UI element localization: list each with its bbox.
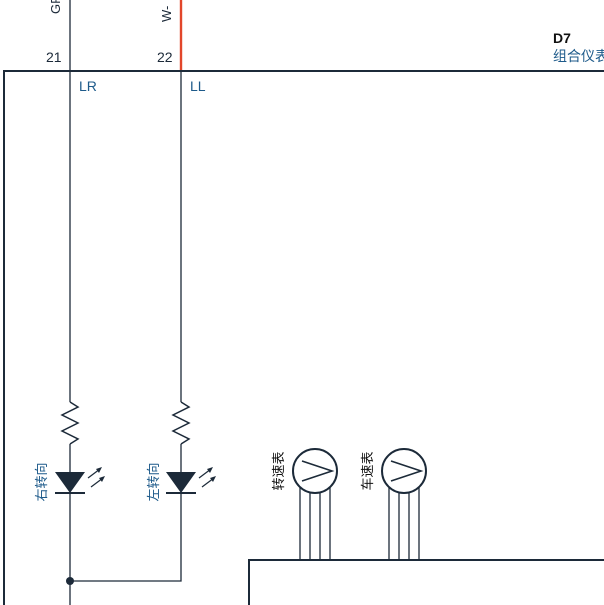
junction-dot: [66, 577, 74, 585]
wire-led-left-return: [70, 493, 182, 582]
pin-number-22: 22: [157, 49, 173, 65]
label-tachometer: 转速表: [271, 451, 286, 490]
resistor-left: [171, 401, 191, 445]
label-right-turn: 右转向: [34, 462, 49, 501]
speedometer-gauge-icon: [381, 448, 427, 560]
connector-name: 组合仪表: [553, 48, 604, 64]
gauge-module-outline: [248, 559, 604, 605]
led-left-icon: [166, 467, 216, 494]
led-right-icon: [55, 467, 105, 494]
wire-label-pin22: W-: [159, 6, 174, 22]
tachometer-gauge-icon: [292, 448, 338, 560]
pin-number-21: 21: [46, 49, 62, 65]
label-left-turn: 左转向: [146, 462, 161, 501]
wire-label-pin21: GR: [48, 0, 63, 14]
cluster-outline: [3, 70, 604, 605]
resistor-right: [60, 401, 80, 445]
signal-label-lr: LR: [79, 78, 97, 94]
label-speedometer: 车速表: [360, 451, 375, 490]
signal-label-ll: LL: [190, 78, 206, 94]
connector-id: D7: [553, 30, 571, 46]
